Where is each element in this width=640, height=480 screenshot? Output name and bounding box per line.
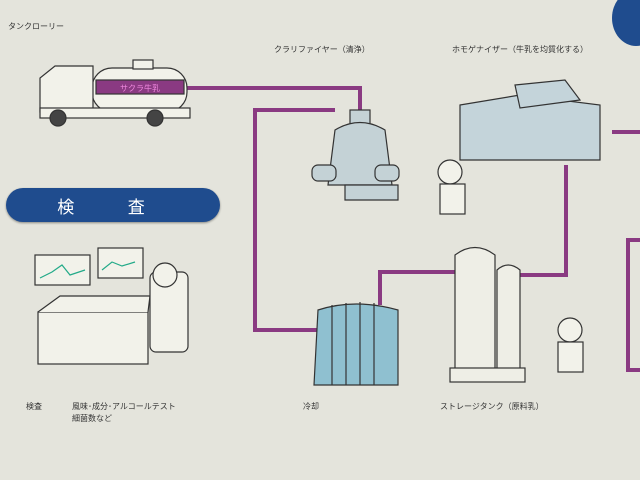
inspection-scene <box>34 247 189 365</box>
pipes <box>185 86 640 372</box>
tank-lorry-label: タンクローリー <box>8 22 64 31</box>
clarifier-label: クラリファイヤー（清浄） <box>274 45 370 54</box>
pipe-storage-to-homogenizer <box>520 165 568 277</box>
inspection-detail-2: 細菌数など <box>72 414 112 423</box>
cooler <box>313 302 399 386</box>
mascot-figures <box>437 159 584 373</box>
pipe-truck-to-clarifier <box>185 86 362 110</box>
storage-tank <box>449 246 526 383</box>
pipe-clarifier-to-cooler <box>253 108 335 332</box>
truck-sign: サクラ牛乳 <box>120 83 160 93</box>
homogenizer-label: ホモゲナイザー（牛乳を均質化する） <box>452 45 588 54</box>
clarifier <box>311 109 400 201</box>
inspection-detail-1: 風味･成分･アルコールテスト <box>72 402 176 411</box>
inspection-button[interactable]: 検 査 <box>6 188 220 222</box>
storage-tank-label: ストレージタンク（原料乳） <box>440 402 544 411</box>
homogenizer <box>459 79 601 161</box>
pipe-cooler-to-storage <box>378 270 460 305</box>
inspection-label: 検査 <box>26 402 42 411</box>
pipe-out-right <box>626 238 640 372</box>
tank-lorry <box>39 59 191 127</box>
cooling-label: 冷却 <box>303 402 319 411</box>
